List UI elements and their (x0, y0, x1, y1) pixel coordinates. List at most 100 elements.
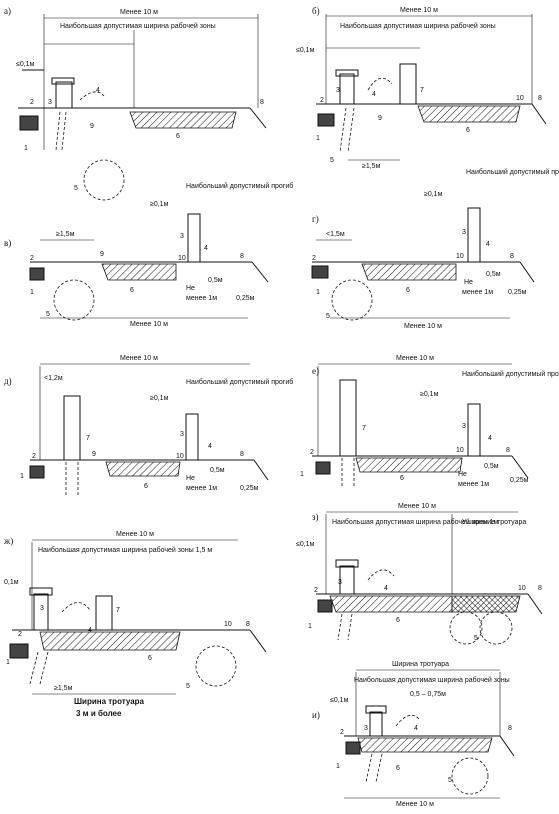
label-4: 4 (488, 435, 492, 442)
panel-letter: в) (4, 238, 11, 248)
label-8: 8 (240, 253, 244, 260)
label-6: 6 (396, 765, 400, 772)
panel-letter: а) (4, 6, 11, 16)
label-ne: Не (464, 279, 473, 286)
label-6: 6 (148, 655, 152, 662)
label-1: 1 (336, 763, 340, 770)
label-9: 9 (92, 451, 96, 458)
label-distance: Менее 10 м (404, 323, 442, 330)
label-5: 5 (326, 313, 330, 320)
label-5: 5 (474, 635, 478, 642)
label-10: 10 (456, 447, 464, 454)
label-5: 5 (448, 777, 452, 784)
label-5: 5 (46, 311, 50, 318)
label-distance: Менее 10 м (120, 9, 158, 16)
label-3: 3 (48, 99, 52, 106)
label-2: 2 (30, 99, 34, 106)
label-gap: ≤0,1м (296, 47, 315, 54)
label-4: 4 (486, 241, 490, 248)
label-gap: ≤0,1м (16, 61, 35, 68)
label-2: 2 (30, 255, 34, 262)
panel-letter: ж) (3, 536, 13, 546)
label-05: 0,5м (210, 467, 225, 474)
label-range: 0,5 – 0,75м (410, 691, 446, 698)
label-distance: Менее 10 м (116, 531, 154, 538)
label-2: 2 (314, 587, 318, 594)
label-1: 1 (316, 135, 320, 142)
label-1: 1 (316, 289, 320, 296)
label-gap: ≥0,1м (150, 395, 169, 402)
label-2: 2 (32, 453, 36, 460)
label-3: 3 (336, 87, 340, 94)
label-3: 3 (364, 725, 368, 732)
label-gap: ≥0,1м (150, 201, 169, 208)
label-3: 3 (462, 423, 466, 430)
label-distance: Менее 10 м (396, 355, 434, 362)
label-distance: Менее 10 м (396, 801, 434, 808)
label-1: 1 (24, 145, 28, 152)
label-4: 4 (208, 443, 212, 450)
label-gap: ≤0,1м (296, 541, 315, 548)
label-min: <1,2м (44, 375, 63, 382)
label-6: 6 (466, 127, 470, 134)
label-025: 0,25м (508, 289, 527, 296)
label-1: 1 (30, 289, 34, 296)
label-1: 1 (308, 623, 312, 630)
label-3: 3 (180, 431, 184, 438)
label-min1: менее 1м (186, 295, 217, 302)
label-distance: Менее 10 м (400, 7, 438, 14)
label-1: 1 (300, 471, 304, 478)
label-2: 2 (320, 97, 324, 104)
label-6: 6 (144, 483, 148, 490)
label-min: <1,5м (326, 231, 345, 238)
panel-letter: е) (312, 366, 319, 376)
label-3: 3 (338, 579, 342, 586)
label-5: 5 (74, 185, 78, 192)
label-4: 4 (372, 91, 376, 98)
label-4: 4 (414, 725, 418, 732)
label-3: 3 (462, 229, 466, 236)
panel-g: г) Наибольший допустимый прогиб ≥0,1м <1… (311, 168, 559, 330)
label-widening: Уширение тротуара (462, 519, 526, 526)
panel-letter: з) (312, 512, 319, 522)
label-min1: менее 1м (458, 481, 489, 488)
label-1: 1 (20, 473, 24, 480)
label-gap: ≤0,1м (330, 697, 349, 704)
label-2: 2 (310, 449, 314, 456)
label-6: 6 (406, 287, 410, 294)
label-ne: Не (186, 285, 195, 292)
label-8: 8 (260, 99, 264, 106)
label-distance: Менее 10 м (130, 321, 168, 328)
panel-i: и) Ширина тротуара Наибольшая допустимая… (312, 661, 515, 808)
label-ne: Не (458, 471, 467, 478)
label-4: 4 (204, 245, 208, 252)
label-7: 7 (86, 435, 90, 442)
label-deflection: Наибольший допустимый прогиб (462, 370, 559, 378)
label-2: 2 (18, 631, 22, 638)
label-min: ≥1,5м (56, 231, 75, 238)
label-6: 6 (130, 287, 134, 294)
label-4: 4 (384, 585, 388, 592)
label-7: 7 (362, 425, 366, 432)
label-min1: менее 1м (462, 289, 493, 296)
label-10: 10 (176, 453, 184, 460)
label-05: 0,5м (486, 271, 501, 278)
label-distance: Менее 10 м (120, 355, 158, 362)
panel-a: а) Менее 10 м Наибольшая допустимая шири… (4, 6, 267, 201)
label-8: 8 (246, 621, 250, 628)
label-8: 8 (240, 451, 244, 458)
label-10: 10 (178, 255, 186, 262)
label-gap: ≥0,1м (420, 391, 439, 398)
label-8: 8 (508, 725, 512, 732)
panel-letter: б) (312, 6, 320, 16)
label-7: 7 (116, 607, 120, 614)
label-min: ≥1,5м (54, 685, 73, 692)
label-9: 9 (100, 251, 104, 258)
label-10: 10 (224, 621, 232, 628)
label-05: 0,5м (484, 463, 499, 470)
panel-d: д) Менее 10 м <1,2м Наибольший допустимы… (4, 355, 293, 496)
label-025: 0,25м (236, 295, 255, 302)
label-8: 8 (506, 447, 510, 454)
